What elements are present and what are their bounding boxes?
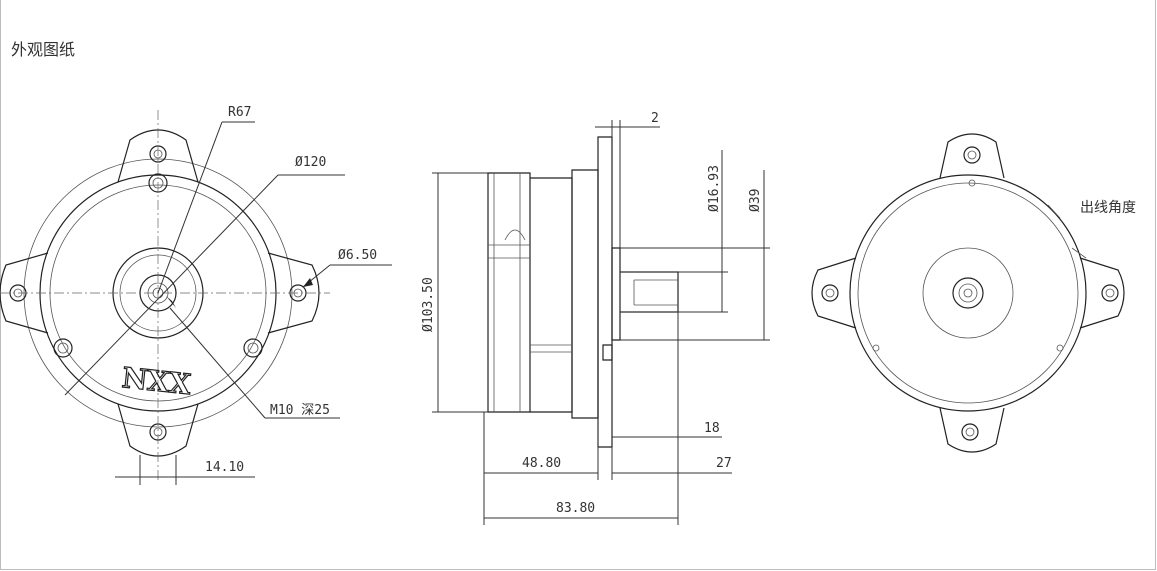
- side-view: 2 Ø16.93 Ø39 Ø103.50 18 48.80 27 83.80: [421, 111, 770, 525]
- dim-8380: 83.80: [556, 501, 595, 516]
- dim-m10: M10 深25: [270, 403, 330, 418]
- dim-18: 18: [704, 421, 720, 436]
- dim-dia120: Ø120: [295, 155, 326, 170]
- dim-4880: 48.80: [522, 456, 561, 471]
- rear-view: 出线角度: [811, 133, 1136, 453]
- dim-dia1693: Ø16.93: [707, 165, 722, 212]
- front-view: NXX R67 Ø120 Ø6.50 M10 深25 14.10: [0, 105, 392, 485]
- dim-dia39: Ø39: [748, 189, 763, 212]
- dim-2: 2: [651, 111, 659, 126]
- dim-dia650: Ø6.50: [338, 248, 377, 263]
- nxx-logo: NXX: [120, 361, 192, 401]
- dim-27: 27: [716, 456, 732, 471]
- dim-r67: R67: [228, 105, 251, 120]
- dim-dia10350: Ø103.50: [421, 277, 436, 332]
- page-title: 外观图纸: [11, 40, 76, 59]
- label-wire-angle: 出线角度: [1080, 200, 1136, 216]
- dim-1410: 14.10: [205, 460, 244, 475]
